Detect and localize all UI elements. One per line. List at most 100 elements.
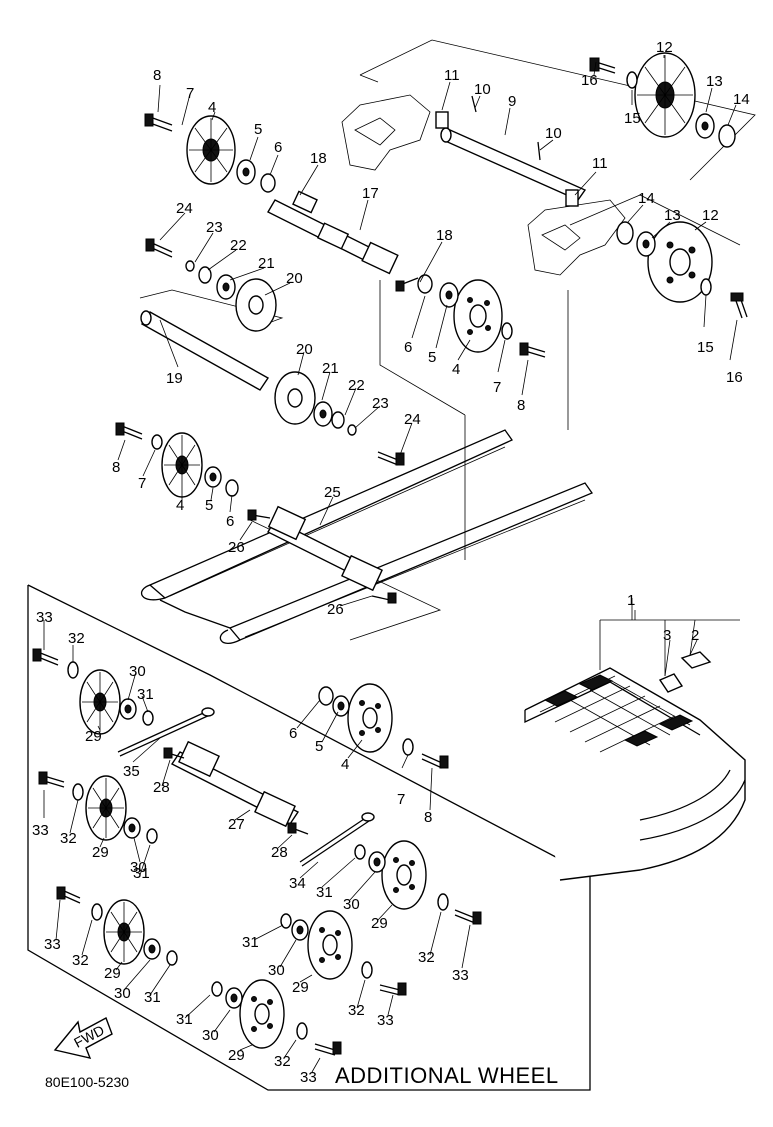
- part-label-l20b: 20: [296, 341, 313, 358]
- part-label-l30b: 30: [130, 859, 147, 876]
- part-label-l4d: 4: [341, 756, 349, 773]
- part-label-l22a: 22: [230, 237, 247, 254]
- wheel-29-c: [381, 840, 427, 910]
- part-label-l19: 19: [166, 370, 183, 387]
- part-label-l18a: 18: [310, 150, 327, 167]
- part-label-l31c: 31: [316, 884, 333, 901]
- part-label-l29b: 29: [92, 844, 109, 861]
- part-label-l28a: 28: [153, 779, 170, 796]
- part-label-l32c: 32: [418, 949, 435, 966]
- part-label-l15b: 15: [697, 339, 714, 356]
- part-label-l34: 34: [289, 875, 306, 892]
- part-label-l23a: 23: [206, 219, 223, 236]
- part-label-l33c: 33: [452, 967, 469, 984]
- part-label-l29a: 29: [85, 728, 102, 745]
- part-label-l4c: 4: [176, 497, 184, 514]
- part-label-l32b: 32: [60, 830, 77, 847]
- part-label-l22b: 22: [348, 377, 365, 394]
- part-label-l23b: 23: [372, 395, 389, 412]
- part-label-l17: 17: [362, 185, 379, 202]
- part-label-l15a: 15: [624, 110, 641, 127]
- leader-lines: [43, 55, 738, 1073]
- part-label-l18b: 18: [436, 227, 453, 244]
- part-label-l7a: 7: [186, 85, 194, 102]
- part-label-l7b: 7: [493, 379, 501, 396]
- part-label-l33e: 33: [377, 1012, 394, 1029]
- wheel-12-mid: [647, 221, 713, 303]
- part-label-l13b: 13: [664, 207, 681, 224]
- part-label-l6c: 6: [226, 513, 234, 530]
- part-label-l14a: 14: [733, 91, 750, 108]
- slide-rails: [140, 429, 593, 645]
- part-label-l13a: 13: [706, 73, 723, 90]
- brackets: [341, 94, 626, 276]
- part-label-l1: 1: [627, 592, 635, 609]
- part-label-l31d: 31: [144, 989, 161, 1006]
- part-label-l30f: 30: [202, 1027, 219, 1044]
- part-label-l30c: 30: [343, 896, 360, 913]
- part-label-l25: 25: [324, 484, 341, 501]
- part-label-l5d: 5: [315, 738, 323, 755]
- part-label-l5a: 5: [254, 121, 262, 138]
- part-label-l7d: 7: [397, 791, 405, 808]
- wheel-4-bottom: [347, 683, 393, 753]
- part-label-l10a: 10: [474, 81, 491, 98]
- part-label-l31a: 31: [137, 686, 154, 703]
- wheel-29-f: [239, 979, 285, 1049]
- wheel-4-mid: [453, 279, 503, 353]
- part-label-l11b: 11: [592, 155, 608, 172]
- wheel-4-lower: [161, 432, 203, 498]
- additional-wheel-title: ADDITIONAL WHEEL: [335, 1063, 559, 1088]
- part-label-l16b: 16: [726, 369, 743, 386]
- part-label-l5c: 5: [205, 497, 213, 514]
- part-label-l24b: 24: [404, 411, 421, 428]
- part-label-l14b: 14: [638, 190, 655, 207]
- part-label-l7c: 7: [138, 475, 146, 492]
- diagram-code: 80E100-5230: [45, 1074, 129, 1090]
- part-label-l8a: 8: [153, 67, 161, 84]
- part-label-l32a: 32: [68, 630, 85, 647]
- part-label-l32f: 32: [274, 1053, 291, 1070]
- fwd-arrow-icon: FWD: [53, 1017, 113, 1059]
- part-label-l24a: 24: [176, 200, 193, 217]
- wheel-29-e: [307, 910, 353, 980]
- part-label-l33a: 33: [36, 609, 53, 626]
- part-label-l8d: 8: [424, 809, 432, 826]
- part-label-l30e: 30: [268, 962, 285, 979]
- part-label-l5b: 5: [428, 349, 436, 366]
- part-label-l20a: 20: [286, 270, 303, 287]
- part-label-l31f: 31: [176, 1011, 193, 1028]
- part-label-l30d: 30: [114, 985, 131, 1002]
- part-label-l31e: 31: [242, 934, 259, 951]
- part-label-l33d: 33: [44, 936, 61, 953]
- part-label-l26a: 26: [228, 539, 245, 556]
- small-parts: [32, 57, 748, 1056]
- wheel-4-top: [186, 115, 236, 185]
- part-label-l26b: 26: [327, 601, 344, 618]
- part-label-l8b: 8: [517, 397, 525, 414]
- wheel-20-a: [235, 278, 277, 332]
- part-label-l8c: 8: [112, 459, 120, 476]
- part-label-l27: 27: [228, 816, 245, 833]
- part-label-l10b: 10: [545, 125, 562, 142]
- part-label-l28b: 28: [271, 844, 288, 861]
- part-label-l29d: 29: [104, 965, 121, 982]
- part-label-l4a: 4: [208, 99, 216, 116]
- part-label-l12a: 12: [656, 39, 673, 56]
- part-label-l29f: 29: [228, 1047, 245, 1064]
- part-label-l6d: 6: [289, 725, 297, 742]
- part-label-l35: 35: [123, 763, 140, 780]
- part-label-l32e: 32: [348, 1002, 365, 1019]
- part-label-l9: 9: [508, 93, 516, 110]
- wheel-12-top: [634, 52, 696, 138]
- part-label-l29c: 29: [371, 915, 388, 932]
- part-label-l32d: 32: [72, 952, 89, 969]
- wheel-29-d: [103, 899, 145, 965]
- part-label-l3: 3: [663, 627, 671, 644]
- part-label-l33b: 33: [32, 822, 49, 839]
- part-label-l4b: 4: [452, 361, 460, 378]
- part-label-l21a: 21: [258, 255, 275, 272]
- wheel-29-b: [85, 775, 127, 841]
